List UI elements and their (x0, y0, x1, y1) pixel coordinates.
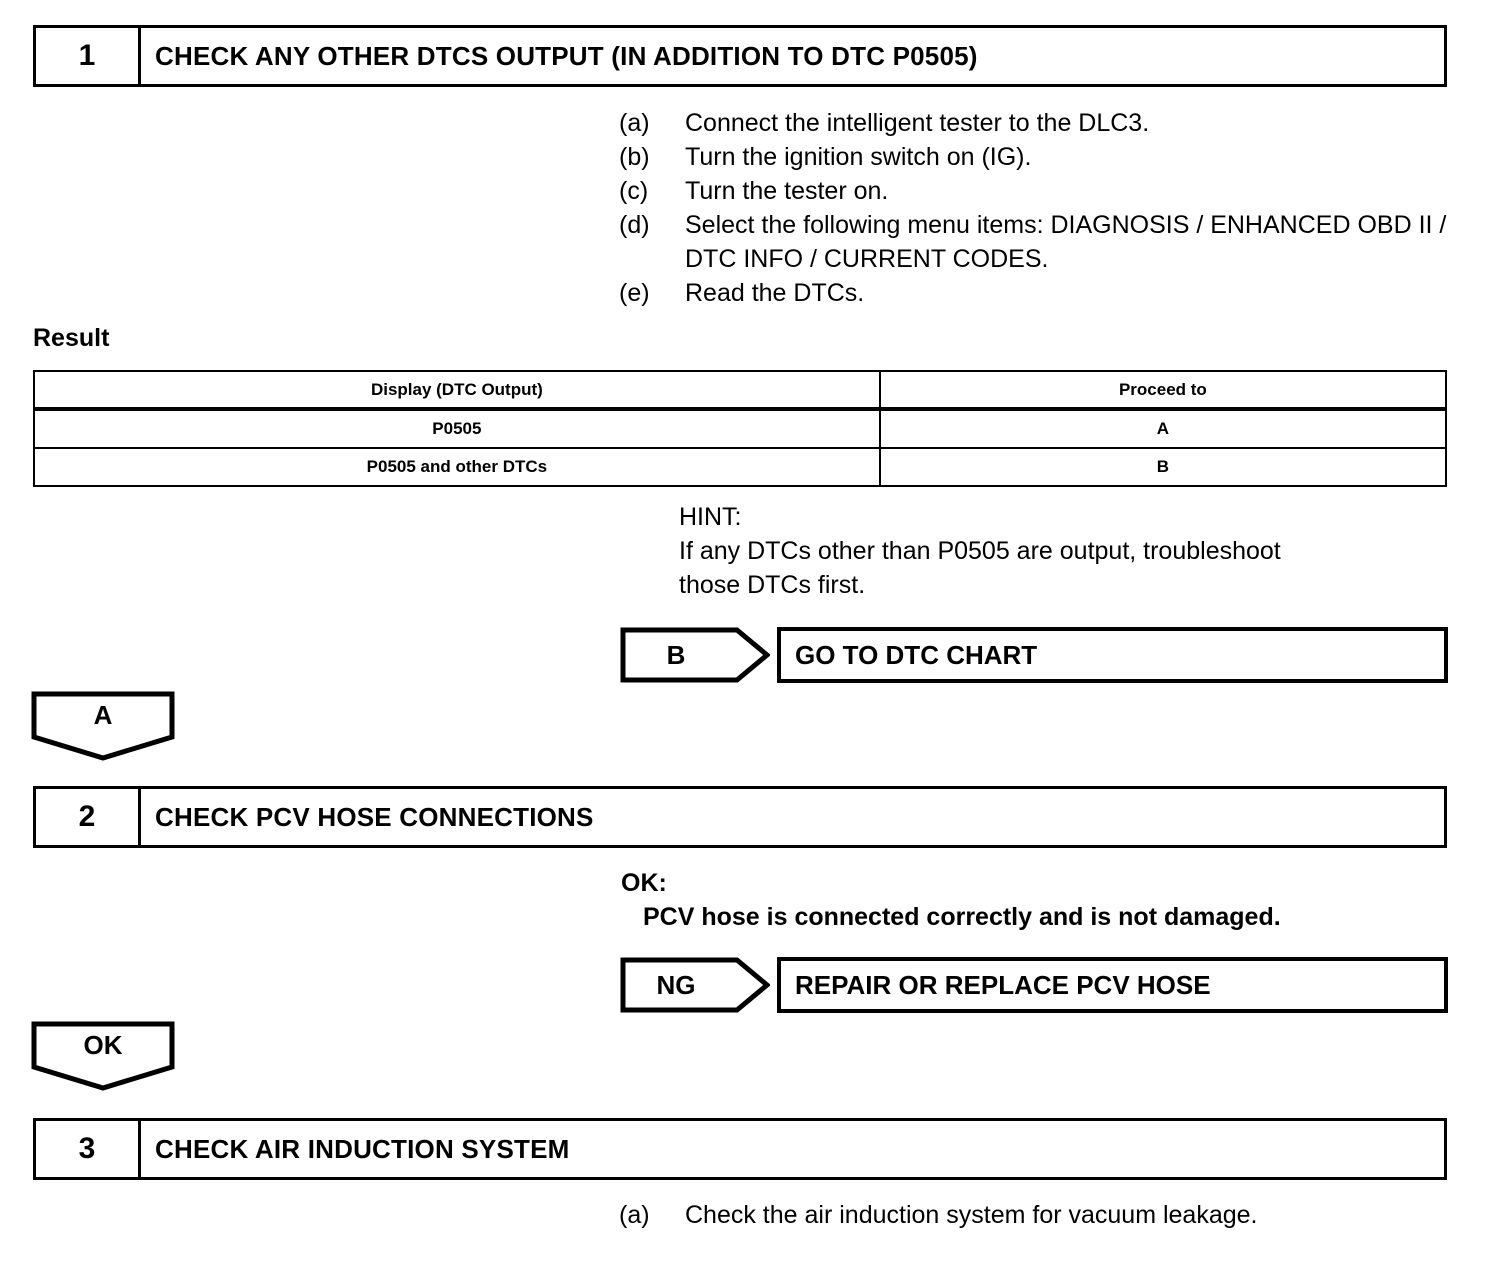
branch-ng: NG REPAIR OR REPLACE PCV HOSE (620, 957, 1448, 1013)
procedure-item: (d) Select the following menu items: DIA… (619, 208, 1449, 276)
result-table: Display (DTC Output) Proceed to P0505 A … (33, 370, 1448, 487)
step-box-2: 2 CHECK PCV HOSE CONNECTIONS (33, 786, 1447, 848)
connector-label-a: A (93, 699, 113, 730)
pentagon-right-icon (620, 627, 770, 683)
result-heading: Result (33, 324, 110, 352)
table-cell-display: P0505 (33, 409, 881, 449)
branch-result-box-b: GO TO DTC CHART (777, 627, 1448, 683)
procedure-text: Check the air induction system for vacuu… (685, 1201, 1258, 1229)
procedure-label: (b) (619, 143, 650, 171)
branch-result-box-ng: REPAIR OR REPLACE PCV HOSE (777, 957, 1448, 1013)
ok-spec-title: OK: (621, 869, 667, 897)
connector-a: A (31, 691, 175, 761)
connector-label-ok: OK (83, 1029, 123, 1060)
step-box-1: 1 CHECK ANY OTHER DTCS OUTPUT (IN ADDITI… (33, 25, 1447, 87)
procedure-label: (a) (619, 1201, 650, 1229)
procedure-label: (a) (619, 109, 650, 137)
procedure-item: (c) Turn the tester on. (619, 174, 1449, 208)
procedure-item: (b) Turn the ignition switch on (IG). (619, 140, 1449, 174)
step-number-3: 3 (36, 1121, 141, 1177)
table-row: P0505 A (33, 409, 1448, 449)
procedure-text: Select the following menu items: DIAGNOS… (685, 211, 1447, 273)
procedure-label: (e) (619, 279, 650, 307)
step1-procedure-list: (a) Connect the intelligent tester to th… (619, 106, 1449, 310)
pentagon-right-icon (620, 957, 770, 1013)
table-header-cell: Display (DTC Output) (33, 370, 881, 409)
ok-specification: OK: PCV hose is connected correctly and … (621, 866, 1447, 934)
table-header-row: Display (DTC Output) Proceed to (33, 370, 1448, 409)
step-box-3: 3 CHECK AIR INDUCTION SYSTEM (33, 1118, 1447, 1180)
step3-procedure-list: (a) Check the air induction system for v… (619, 1198, 1449, 1232)
hint-line-1: If any DTCs other than P0505 are output,… (679, 537, 1281, 565)
hint-title: HINT: (679, 503, 742, 531)
table-cell-proceed: A (878, 409, 1448, 449)
pentagon-down-icon (31, 691, 175, 761)
step-title-2: CHECK PCV HOSE CONNECTIONS (155, 801, 594, 832)
procedure-item: (a) Connect the intelligent tester to th… (619, 106, 1449, 140)
procedure-label: (d) (619, 211, 650, 239)
procedure-text: Read the DTCs. (685, 279, 865, 307)
table-cell-proceed: B (878, 447, 1448, 487)
step-title-1: CHECK ANY OTHER DTCS OUTPUT (IN ADDITION… (155, 40, 978, 71)
branch-b: B GO TO DTC CHART (620, 627, 1448, 683)
pentagon-down-icon (31, 1021, 175, 1091)
step-number-1: 1 (36, 28, 141, 84)
step-title-3: CHECK AIR INDUCTION SYSTEM (155, 1133, 570, 1164)
connector-ok: OK (31, 1021, 175, 1091)
table-cell-display: P0505 and other DTCs (33, 447, 881, 487)
table-double-rule (34, 407, 1446, 410)
procedure-text: Turn the tester on. (685, 177, 889, 205)
step-number-2: 2 (36, 789, 141, 845)
procedure-text: Connect the intelligent tester to the DL… (685, 109, 1150, 137)
branch-arrow-ng: NG (620, 957, 770, 1013)
hint-block: HINT: If any DTCs other than P0505 are o… (679, 500, 1439, 602)
procedure-item: (a) Check the air induction system for v… (619, 1198, 1449, 1232)
branch-arrow-label: NG (656, 969, 696, 1000)
hint-line-2: those DTCs first. (679, 571, 866, 599)
procedure-label: (c) (619, 177, 649, 205)
table-row: P0505 and other DTCs B (33, 447, 1448, 487)
branch-arrow-b: B (620, 627, 770, 683)
procedure-text: Turn the ignition switch on (IG). (685, 143, 1032, 171)
ok-spec-detail: PCV hose is connected correctly and is n… (643, 903, 1281, 931)
table-header-cell: Proceed to (878, 370, 1448, 409)
procedure-item: (e) Read the DTCs. (619, 276, 1449, 310)
branch-arrow-label: B (666, 639, 686, 670)
